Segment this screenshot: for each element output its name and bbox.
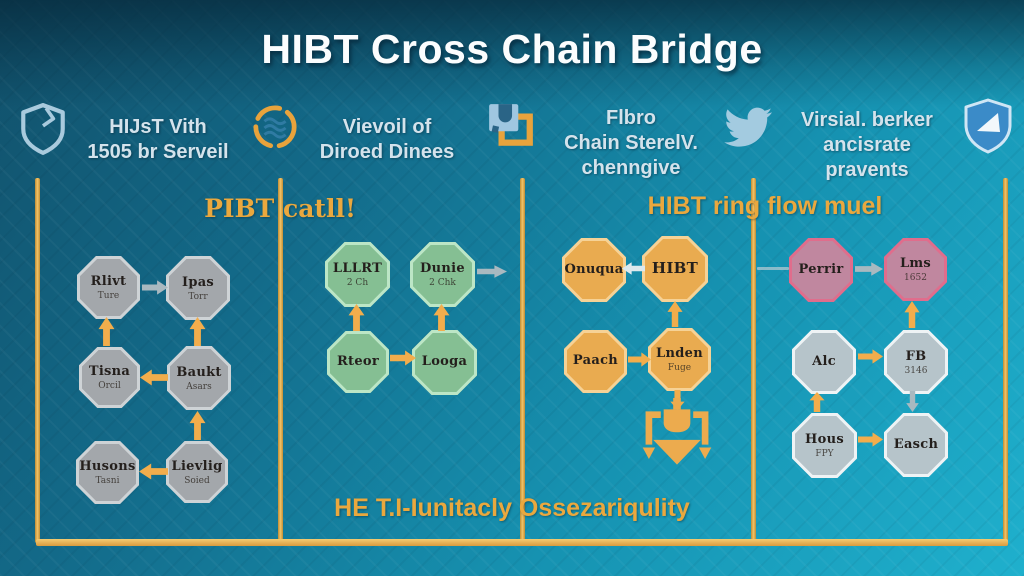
- node-c1n3: Tisna Orcil: [79, 347, 140, 408]
- node-c2n3: Rteor: [327, 331, 389, 393]
- node-label: Rteor: [336, 353, 380, 369]
- node-label: Perrir: [798, 261, 844, 277]
- node-label: LLLRT: [332, 261, 383, 276]
- node-label: Paach: [572, 353, 619, 368]
- frame-left-line: [35, 178, 40, 543]
- node-label: Husons: [79, 459, 136, 474]
- node-c2n2: Dunie 2 Chk: [410, 242, 475, 307]
- node-c3n1: Onuqua: [562, 238, 626, 302]
- node-sub: 2 Ch: [346, 278, 369, 288]
- section-caption-hibt-ring: HIBT ring flow muel: [647, 192, 883, 220]
- frame-divider-3: [751, 178, 756, 543]
- node-c3n2: HIBT: [642, 236, 708, 302]
- header-column-3: Flbro Chain SterelV. chenngive: [564, 107, 698, 179]
- frame-right-line: [1003, 178, 1008, 543]
- node-c4n4: FB 3146: [884, 330, 948, 394]
- arrow-up-icon: [98, 317, 115, 346]
- frame-bottom-bar: [36, 539, 1008, 546]
- node-label: Dunie: [420, 261, 465, 276]
- shield-badge-icon: [964, 98, 1012, 154]
- frame-divider-2: [520, 178, 525, 543]
- node-label: Looga: [421, 354, 468, 369]
- node-label: Lievlig: [171, 458, 223, 474]
- node-sub: Asars: [186, 381, 212, 392]
- frame-divider-1: [278, 178, 283, 543]
- arrow-up-icon: [189, 411, 206, 440]
- node-c4n1: Perrir: [789, 238, 853, 302]
- node-label: Hous: [805, 432, 844, 447]
- arrow-left-icon: [139, 463, 168, 480]
- header-column-2: Vievoil of Diroed Dinees: [319, 116, 455, 163]
- section-caption-pibt: PIBT catll!: [204, 194, 356, 223]
- node-sub: FPY: [815, 449, 834, 459]
- header-column-4: Virsial. berker ancisrate pravents: [801, 109, 933, 181]
- node-c4n5: Hous FPY: [792, 413, 857, 478]
- node-label: Rlivt: [90, 274, 127, 289]
- sync-globe-icon: [253, 105, 297, 149]
- shield-outline-icon: [21, 103, 65, 155]
- arrow-up-icon: [189, 317, 206, 346]
- node-label: Baukt: [176, 364, 222, 380]
- node-c2n1: LLLRT 2 Ch: [325, 242, 390, 307]
- overlap-squares-icon: [489, 104, 533, 146]
- node-sub: Soied: [184, 475, 210, 486]
- node-c1n1: Rlivt Ture: [77, 256, 140, 319]
- node-sub: 2 Chk: [429, 278, 456, 288]
- arrow-right-icon: [477, 265, 507, 278]
- connector-line: [757, 267, 789, 270]
- node-label: Alc: [812, 353, 836, 369]
- node-sub: 3146: [904, 365, 928, 376]
- node-c4n3: Alc: [792, 330, 856, 394]
- node-c1n2: Ipas Torr: [166, 256, 230, 320]
- arrow-up-icon: [904, 301, 920, 328]
- node-sub: Tasni: [95, 476, 120, 486]
- node-c4n6: Easch: [884, 413, 948, 477]
- arrow-right-icon: [858, 349, 883, 364]
- node-c1n4: Baukt Asars: [167, 346, 231, 410]
- node-label: Lms: [899, 256, 932, 271]
- arrow-down-icon: [906, 391, 919, 412]
- arrow-up-icon: [667, 301, 683, 327]
- twitter-bird-icon: [724, 107, 772, 147]
- node-c4n2: Lms 1652: [884, 238, 947, 301]
- arrow-left-icon: [140, 369, 168, 386]
- node-c1n6: Lievlig Soied: [166, 441, 228, 503]
- arrow-right-icon: [628, 352, 651, 367]
- arrow-right-icon: [142, 280, 168, 295]
- node-c2n4: Looga: [412, 330, 477, 395]
- node-c3n3: Paach: [564, 330, 627, 393]
- node-label: Ipas: [181, 274, 215, 290]
- arrow-up-icon: [809, 392, 825, 412]
- node-label: Tisna: [88, 364, 131, 379]
- merge-funnel-icon: [642, 398, 712, 465]
- arrow-up-icon: [433, 304, 450, 331]
- node-label: FB: [905, 348, 927, 364]
- header-column-1: HIJsT Vith 1505 br Serveil: [87, 116, 229, 163]
- node-c1n5: Husons Tasni: [76, 441, 139, 504]
- node-label: Easch: [893, 436, 939, 452]
- node-sub: Fuge: [667, 363, 692, 373]
- node-label: HIBT: [651, 259, 699, 277]
- page-title: HIBT Cross Chain Bridge: [261, 26, 763, 72]
- node-c3n4: Lnden Fuge: [648, 328, 711, 391]
- node-sub: 1652: [904, 273, 927, 283]
- node-label: Lnden: [656, 346, 703, 361]
- arrow-up-icon: [348, 304, 365, 331]
- arrow-right-icon: [855, 262, 883, 276]
- node-sub: Ture: [97, 291, 120, 301]
- node-sub: Orcil: [98, 381, 121, 391]
- node-sub: Torr: [188, 291, 208, 302]
- arrow-right-icon: [858, 432, 883, 447]
- bottom-caption: HE T.I-Iunitacly Ossezariqulity: [334, 494, 690, 522]
- node-label: Onuqua: [564, 261, 624, 277]
